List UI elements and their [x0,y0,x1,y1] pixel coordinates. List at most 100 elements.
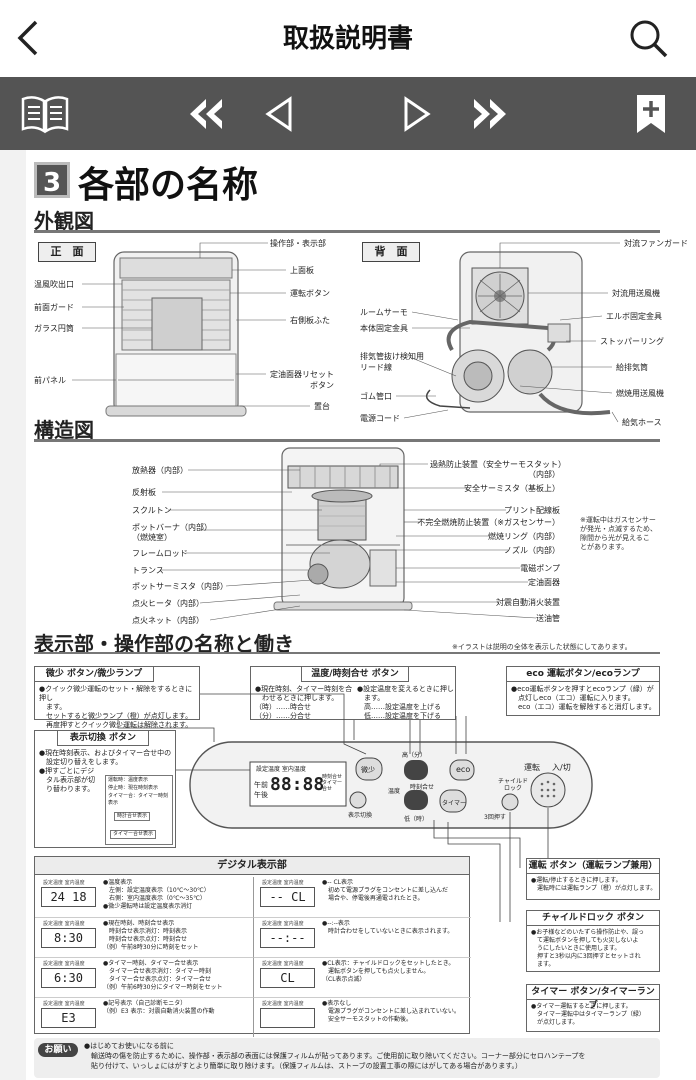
lcd-sample: -- CL [260,887,315,907]
box-title: 表示切換 ボタン [57,730,149,746]
manual-page: 3 各部の名称 外観図 正 面 背 面 温風吹出口 前面ガード ガラス円筒 前パ… [0,150,696,1080]
eco-button[interactable]: eco [456,765,471,774]
label: 対流ファンガード [624,239,688,248]
bishou-button[interactable]: 微少 [361,766,375,774]
lcd-caption: 設定温度 室内温度 [262,921,304,927]
lcd-am-label: 午前 [254,781,268,789]
lcd-top-label: 設定温度 室内温度 [256,766,306,773]
lcd-sample: 24 18 [41,887,96,907]
toc-button[interactable] [20,93,70,135]
box-title: 温度/時刻合せ ボタン [301,666,409,682]
label: 対流用送風機 [612,289,660,298]
page-title: 取扱説明書 [282,24,413,54]
hyouji-button[interactable]: 表示切換 [348,812,373,819]
box-title: タイマー ボタン/タイマーランプ [526,984,660,1011]
lcd-sample: CL [260,968,315,988]
label: トランス [132,566,164,575]
lcd-sample [260,1008,315,1028]
box-text: ●タイマー運転するときに押します。 タイマー運転中はタイマーランプ（緑） が点灯… [531,1003,645,1026]
label: ルームサーモ [360,308,408,317]
label: 定油面器 [528,578,560,587]
label: 燃焼用送風機 [616,389,664,398]
lcd-caption: 設定温度 室内温度 [43,880,85,886]
divider [34,439,660,442]
timer-button[interactable]: タイマー [442,800,467,807]
box-title: 微少 ボタン/微少ランプ [34,666,154,682]
divider [34,652,660,654]
lcd-pm-label: 午後 [254,791,268,799]
search-button[interactable] [628,18,672,62]
lcd-mode-label: 時刻合せ タイマー 合せ [322,774,343,792]
lcd-sample: 6:30 [41,968,96,988]
bookmark-add-icon [637,95,665,133]
front-heater-illustration [72,242,310,417]
notice-badge: お願い [38,1043,78,1057]
flow-item: 運転時：温度表示 [108,777,149,783]
cell-text: ●記号表示（自己診断モニタ） （例）E3 表示：対震自動消火装置の作動 [103,1000,215,1015]
label: 反射板 [132,488,156,497]
label: 温風吹出口 [34,280,74,289]
box-text: ●現在時刻表示、およびタイマー合せ中の 設定切り替えをします。 ●押すごとにデジ… [39,749,172,793]
label: （燃焼室） [132,533,172,542]
unten-label: 運転 [524,763,540,772]
label: ゴム管口 [360,392,392,401]
label: ポットサーミスタ（内部） [132,582,228,591]
box-title: eco 運転ボタン/ecoランプ [506,666,660,682]
child-lock-box: チャイルドロック ボタン ●お子様などのいたずら操作防止や、誤っ て運転ボタンを… [526,910,660,972]
lcd-sample: 8:30 [41,928,96,948]
unten-box: 運転 ボタン（運転ランプ兼用） ●運転/停止するときに押します。 運転時には運転… [526,858,660,900]
back-button[interactable] [12,18,48,58]
search-icon [630,20,668,58]
box-text: ●eco運転ボタンを押すとecoランプ（緑）が 点灯しeco（エコ）運転に入りま… [511,685,656,711]
bishou-box: 微少 ボタン/微少ランプ ●クイック微少運転のセット・解除をするときに押し ます… [34,666,200,729]
reader-toolbar [0,77,696,150]
label: 本体固定金具 [360,324,408,333]
flow-item: 停止時：現在時刻表示 [108,785,159,791]
table-cell: 設定温度 室内温度 E3 ●記号表示（自己診断モニタ） （例）E3 表示：対震自… [35,997,253,1037]
high-label: 高（分） [402,752,427,759]
book-icon [21,96,69,134]
label: リード線 [360,363,392,372]
box-text: ●お子様などのいたずら操作防止や、誤っ て運転ボタンを押しても火災しないよ うに… [531,929,645,968]
label: 右側板ふた [290,316,330,325]
prev-page-button[interactable] [262,93,298,135]
flow-item: タイマー合せ表示 [110,830,157,839]
lcd-caption: 設定温度 室内温度 [262,961,304,967]
next-page-button[interactable] [398,93,434,135]
label: ガラス円筒 [34,324,74,333]
cell-text: ●温度表示 左側：設定温度表示（10℃～30℃） 右側：室内温度表示（0℃～35… [103,879,210,910]
section-number: 3 [34,162,70,198]
label: 対震自動消火装置 [496,598,560,607]
lcd-caption: 設定温度 室内温度 [43,1001,85,1007]
label: ボタン [310,381,334,390]
label: 電源コード [360,414,400,423]
first-page-button[interactable] [186,93,228,135]
power-button[interactable]: 入/切 [552,763,571,772]
fast-rewind-icon [190,99,222,129]
table-cell: 設定温度 室内温度 24 18 ●温度表示 左側：設定温度表示（10℃～30℃）… [35,877,253,917]
table-cell: 設定温度 室内温度 ●表示なし 電源プラグがコンセントに差し込まれていない。 安… [253,997,471,1037]
label: 置台 [314,402,330,411]
label: フレームロッド [132,549,188,558]
label: 給気ホース [622,418,662,427]
last-page-button[interactable] [468,93,510,135]
divider [34,230,660,233]
cell-text: ●-- CL表示 初めて電源プラグをコンセントに差し込んだ 場合や、停電後再通電… [322,879,449,902]
label: 操作部・表示部 [270,239,326,248]
box-title: チャイルドロック ボタン [526,910,660,926]
label: 放熱器（内部） [132,466,188,475]
box-text: ●現在時刻、タイマー時刻を合 わせるときに押します。 （時）……時合せ （分）…… [255,685,353,720]
child-lock-button[interactable]: チャイルド ロック [498,778,528,792]
label: 上面板 [290,266,314,275]
label: ストッパーリング [600,337,664,346]
notice-box: お願い ●はじめてお使いになる前に 輸送時の傷を防止するために、操作部・表示部の… [34,1038,660,1078]
hyouji-box: 表示切換 ボタン ●現在時刻表示、およびタイマー合せ中の 設定切り替えをします。… [34,730,176,848]
exterior-heading: 外観図 [34,209,94,233]
label: 排気管抜け検知用 [360,352,424,361]
cell-text: ●現在時刻、時刻合せ表示 時刻合せ表示消灯：時刻表示 時刻合せ表示点灯：時刻合せ… [103,920,199,951]
label: （内部） [528,470,560,479]
label: エルボ固定金具 [606,312,662,321]
table-title: デジタル表示部 [35,857,469,875]
bookmark-button[interactable] [634,93,668,135]
label: 燃焼リング（内部） [488,532,560,541]
